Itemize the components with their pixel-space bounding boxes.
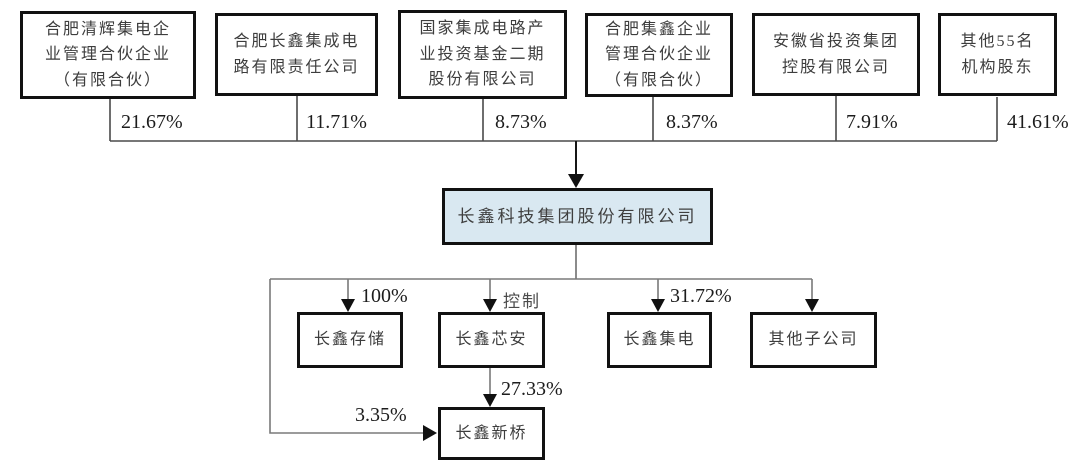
subsidiary-name-2: 长鑫芯安 [455, 331, 528, 349]
subsidiary-box-changxin-jidian: 长鑫集电 [607, 312, 712, 368]
shareholder-percent-3: 8.73% [495, 111, 547, 133]
edge-label-27-33pct: 27.33% [501, 378, 563, 400]
shareholder-name-6: 其他55名 机构股东 [960, 32, 1035, 76]
shareholder-percent-1: 21.67% [121, 111, 183, 133]
subsidiary-box-changxin-xinan: 长鑫芯安 [438, 312, 545, 368]
shareholder-percent-5: 7.91% [846, 111, 898, 133]
parent-company-box: 长鑫科技集团股份有限公司 [442, 188, 713, 245]
shareholder-box-5: 安徽省投资集团 控股有限公司 [752, 13, 920, 96]
edge-label-3-35pct: 3.35% [355, 404, 407, 426]
shareholder-name-2: 合肥长鑫集成电 路有限责任公司 [233, 32, 360, 76]
subsidiary-branch-lines [347, 279, 813, 299]
shareholder-name-5: 安徽省投资集团 控股有限公司 [772, 32, 899, 76]
shareholder-box-1: 合肥清辉集电企 业管理合伙企业 （有限合伙） [20, 11, 196, 99]
shareholder-name-3: 国家集成电路产 业投资基金二期 股份有限公司 [419, 20, 546, 89]
parent-arrowhead-icon [568, 174, 584, 188]
subsidiary-name-4: 其他子公司 [768, 331, 859, 349]
edge-label-control: 控制 [503, 292, 541, 311]
second-level-box-changxin-xinqiao: 长鑫新桥 [438, 407, 545, 460]
subsidiary-box-other: 其他子公司 [750, 312, 877, 368]
shareholder-name-4: 合肥集鑫企业 管理合伙企业 （有限合伙） [604, 20, 713, 89]
shareholder-box-2: 合肥长鑫集成电 路有限责任公司 [215, 13, 378, 96]
subsidiary-name-3: 长鑫集电 [623, 331, 696, 349]
direct-holding-elbow-line [269, 279, 423, 434]
parent-company-name: 长鑫科技集团股份有限公司 [457, 206, 698, 226]
shareholder-name-1: 合肥清辉集电企 业管理合伙企业 （有限合伙） [44, 20, 171, 89]
second-level-name: 长鑫新桥 [455, 424, 528, 442]
shareholder-box-4: 合肥集鑫企业 管理合伙企业 （有限合伙） [585, 13, 733, 97]
shareholder-box-6: 其他55名 机构股东 [938, 13, 1057, 96]
shareholder-percent-6: 41.61% [1007, 111, 1069, 133]
subsidiary-name-1: 长鑫存储 [313, 331, 386, 349]
subsidiary-arrowhead-icon-3 [651, 299, 665, 312]
shareholder-stub-lines [109, 96, 998, 141]
edge-label-31-72pct: 31.72% [670, 285, 732, 307]
shareholder-percent-4: 8.37% [666, 111, 718, 133]
xinan-arrowhead-icon [483, 394, 497, 407]
shareholder-percent-2: 11.71% [306, 111, 367, 133]
subsidiary-arrowhead-icon-2 [483, 299, 497, 312]
shareholder-box-3: 国家集成电路产 业投资基金二期 股份有限公司 [398, 10, 567, 99]
subsidiary-arrowhead-icon-4 [805, 299, 819, 312]
subsidiary-box-changxin-cunchu: 长鑫存储 [297, 312, 403, 368]
edge-label-100pct: 100% [361, 285, 408, 307]
direct-holding-arrowhead-icon [423, 425, 437, 441]
subsidiary-arrowhead-icon-1 [341, 299, 355, 312]
